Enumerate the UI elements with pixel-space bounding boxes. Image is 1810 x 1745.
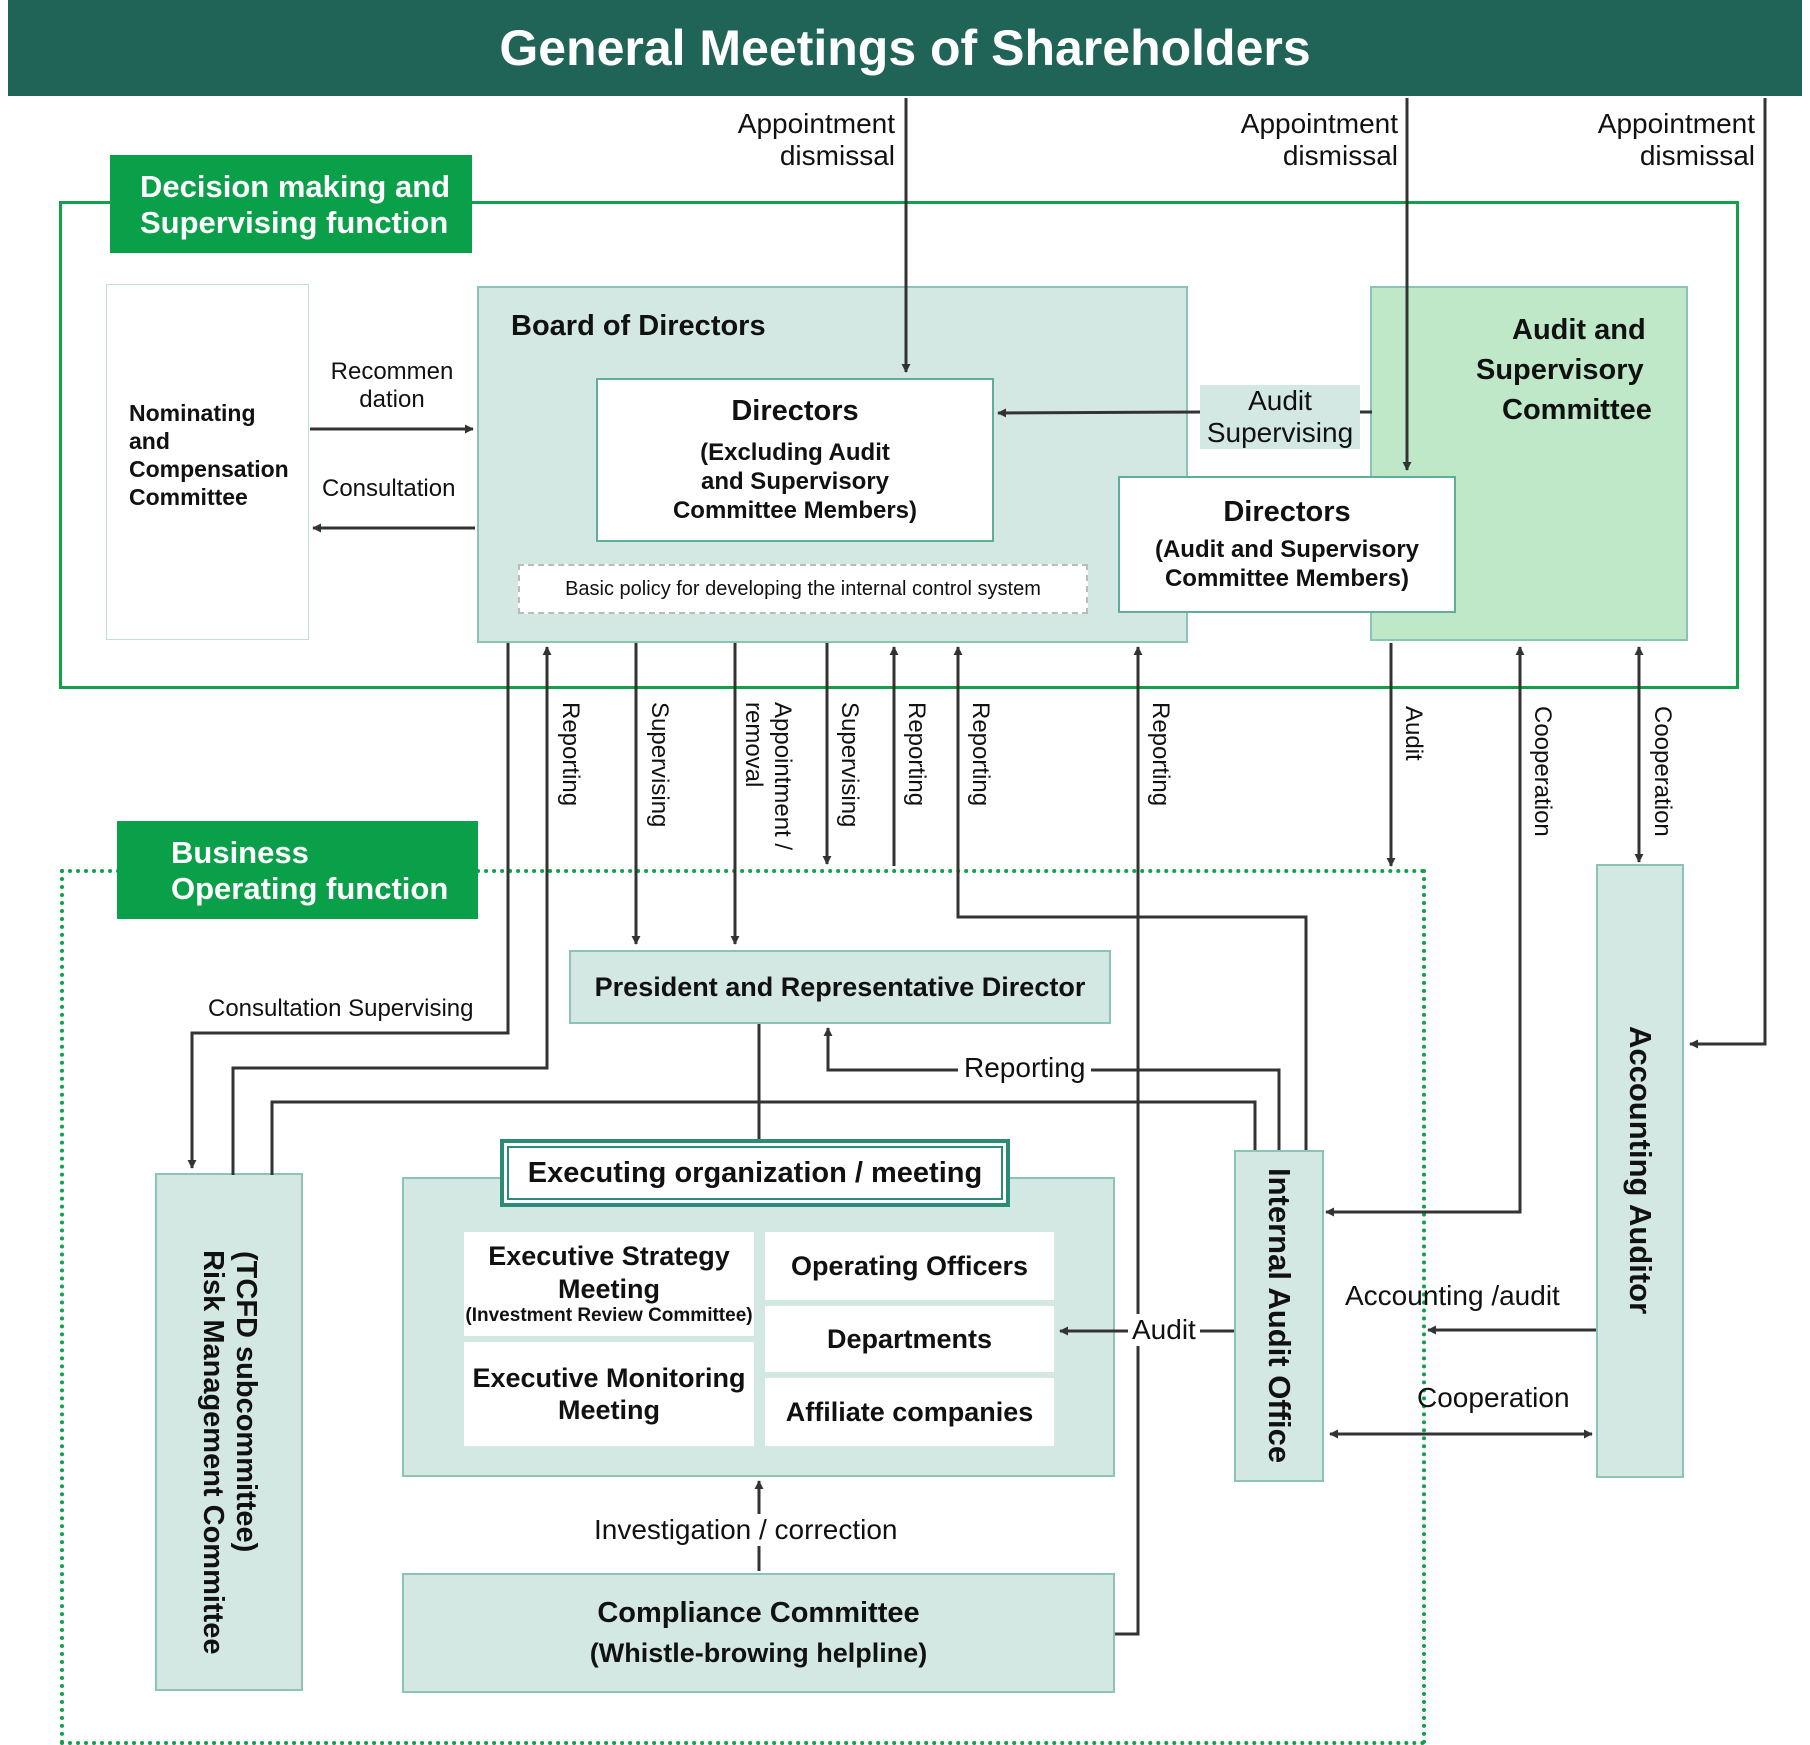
audit-directors-sub2: Committee Members) — [1164, 565, 1410, 592]
audit-supervising-line2: Supervising — [1206, 417, 1354, 449]
directors-audit-members-box: Directors (Audit and Supervisory Committ… — [1118, 476, 1456, 613]
president-box: President and Representative Director — [569, 950, 1111, 1024]
audit-supervising-line1: Audit — [1248, 385, 1312, 416]
internal-audit-office-box: Internal Audit Office — [1234, 1150, 1324, 1482]
departments-label: Departments — [826, 1323, 993, 1354]
reporting-audit-office-line — [953, 646, 1308, 1150]
cooperation-bottom-label: Cooperation — [1417, 1382, 1570, 1413]
audit-down-label: Audit — [1400, 706, 1427, 761]
affiliates-label: Affiliate companies — [785, 1396, 1034, 1427]
appoint-directors-label: Appointment dismissal — [713, 108, 895, 172]
nominating-line2: and — [129, 428, 170, 454]
reporting-risk-label: Reporting — [557, 702, 584, 807]
appoint-directors-line1: Appointment — [737, 108, 895, 139]
audit-committee-line1: Audit and — [1512, 314, 1646, 346]
decision-section-tag: Decision making and Supervising function — [110, 155, 472, 253]
monitoring-line2: Meeting — [557, 1395, 660, 1425]
officers-label: Operating Officers — [790, 1250, 1029, 1281]
business-tag-line2: Operating function — [171, 871, 449, 906]
appoint-audit-line2: dismissal — [1282, 140, 1398, 172]
strategy-line2: Meeting — [557, 1273, 660, 1304]
compliance-committee-box: Compliance Committee (Whistle-browing he… — [402, 1573, 1115, 1693]
business-tag-line1: Business — [171, 835, 309, 870]
president-label: President and Representative Director — [594, 971, 1086, 1002]
decision-tag-line2: Supervising function — [140, 205, 449, 240]
directors-excluding-audit-box: Directors (Excluding Audit and Superviso… — [596, 378, 994, 542]
recommendation-line1: Recommen — [330, 358, 454, 385]
nominating-line3: Compensation — [129, 456, 289, 482]
directors-title: Directors — [731, 395, 859, 427]
recommendation-line2: dation — [359, 385, 425, 413]
investigation-label: Investigation / correction — [590, 1514, 902, 1547]
consultation-supervising-line — [187, 643, 510, 1169]
nominating-line4: Committee — [129, 484, 248, 510]
appoint-accounting-line1: Appointment — [1597, 108, 1755, 139]
departments: Departments — [765, 1306, 1054, 1372]
risk-audit-office-line — [270, 1100, 1257, 1175]
cooperation-accounting-label: Cooperation — [1649, 706, 1676, 837]
audit-committee-line2: Supervisory — [1476, 354, 1644, 386]
accounting-auditor-box: Accounting Auditor — [1596, 864, 1684, 1478]
audit-supervising-arrow — [997, 408, 1207, 418]
internal-audit-label: Internal Audit Office — [1262, 1168, 1297, 1464]
directors-sub2: and Supervisory — [700, 468, 890, 495]
affiliate-companies: Affiliate companies — [765, 1378, 1054, 1446]
reporting-compliance-line — [1115, 646, 1143, 1636]
compliance-line1: Compliance Committee — [597, 1597, 920, 1629]
risk-management-box: Risk Management Committee (TCFD subcommi… — [155, 1173, 303, 1691]
compliance-line2: (Whistle-browing helpline) — [589, 1638, 928, 1668]
audit-exec-label: Audit — [1128, 1314, 1200, 1347]
header-title: General Meetings of Shareholders — [499, 20, 1311, 76]
strategy-line1: Executive Strategy — [488, 1241, 730, 1272]
reporting-risk-line — [231, 646, 552, 1175]
directors-sub1: (Excluding Audit — [700, 439, 890, 466]
executive-monitoring-meeting: Executive Monitoring Meeting — [464, 1342, 754, 1446]
directors-sub3: Committee Members) — [672, 497, 918, 524]
accounting-auditor-label: Accounting Auditor — [1623, 1026, 1658, 1315]
appoint-accounting-line2: dismissal — [1639, 140, 1755, 172]
shareholders-header: General Meetings of Shareholders — [8, 0, 1802, 96]
audit-supervising-label: Audit Supervising — [1200, 385, 1360, 450]
appoint-audit-line1: Appointment — [1240, 108, 1398, 139]
consultation-label: Consultation — [322, 475, 456, 502]
risk-line2: (TCFD subcommittee) — [230, 1251, 262, 1553]
cooperation-audit-office-label: Cooperation — [1529, 706, 1556, 837]
monitoring-line1: Executive Monitoring — [472, 1362, 746, 1393]
appoint-audit-directors-label: Appointment dismissal — [1210, 108, 1398, 172]
recommendation-label: Recommen dation — [322, 358, 462, 413]
nominating-line1: Nominating — [129, 400, 256, 426]
supervising-president-label: Supervising — [646, 702, 673, 828]
audit-directors-sub1: (Audit and Supervisory — [1154, 536, 1420, 563]
policy-text: Basic policy for developing the internal… — [565, 577, 1041, 600]
executing-title-box: Executing organization / meeting — [500, 1139, 1010, 1207]
consultation-supervising-label: Consultation Supervising — [208, 995, 474, 1022]
executing-title: Executing organization / meeting — [527, 1156, 983, 1189]
executive-strategy-meeting: Executive Strategy Meeting (Investment R… — [464, 1232, 754, 1336]
internal-control-policy-box: Basic policy for developing the internal… — [518, 564, 1088, 614]
board-title: Board of Directors — [511, 310, 766, 342]
audit-directors-title: Directors — [1223, 496, 1351, 528]
reporting-audit-office-label: Reporting — [967, 702, 994, 807]
appoint-accounting-line — [1689, 98, 1767, 1049]
decision-tag-line1: Decision making and — [140, 169, 451, 204]
business-section-tag: Business Operating function — [117, 821, 478, 919]
decision-section-frame — [59, 201, 1739, 689]
cooperation-audit-office-line — [1325, 646, 1525, 1217]
audit-committee-line3: Committee — [1502, 394, 1652, 426]
reporting-president-line — [823, 1027, 1281, 1150]
risk-line1: Risk Management Committee — [197, 1249, 229, 1655]
reporting-president-label: Reporting — [958, 1052, 1092, 1085]
reporting-compliance-label: Reporting — [1147, 702, 1174, 807]
appoint-accounting-label: Appointment dismissal — [1565, 108, 1755, 172]
supervising-business-label: Supervising — [836, 702, 863, 828]
operating-officers: Operating Officers — [765, 1232, 1054, 1300]
nominating-committee-box: Nominating and Compensation Committee — [106, 284, 309, 640]
appointment-label-line1: Appointment / — [769, 702, 796, 851]
accounting-audit-label: Accounting /audit — [1345, 1280, 1560, 1311]
appointment-label-line2: removal — [740, 702, 767, 788]
appoint-directors-line2: dismissal — [779, 140, 895, 172]
strategy-line3: (Investment Review Committee) — [465, 1304, 753, 1326]
reporting-business-label: Reporting — [903, 702, 930, 807]
